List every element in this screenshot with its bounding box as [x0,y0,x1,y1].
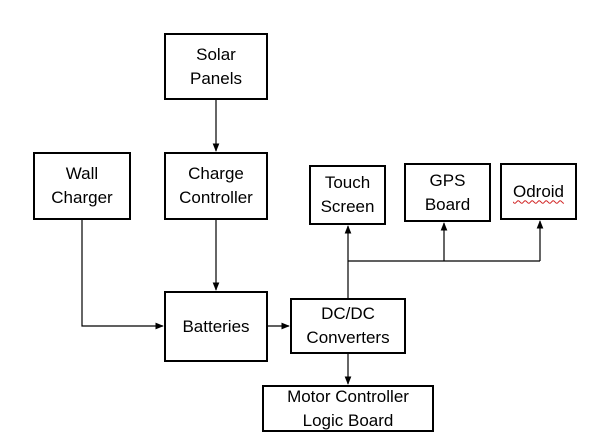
arrow-wall-charger-to-batteries [81,220,164,330]
motor-controller-logic-board-box: Motor Controller Logic Board [262,385,434,432]
gps-board-label: GPS Board [424,170,471,214]
wall-charger-label: Wall Charger [51,164,113,207]
motor-controller-logic-board-label: Motor Controller Logic Board [287,386,409,430]
charge-controller-box: Charge Controller [164,152,268,220]
wall-charger-box: Wall Charger [33,152,131,220]
batteries-box: Batteries [164,291,268,362]
touch-screen-box: Touch Screen [309,165,386,225]
odroid-label: Odroid [512,181,565,201]
touch-screen-label: Touch Screen [320,173,375,216]
dc-dc-converters-box: DC/DC Converters [290,298,406,354]
gps-board-box: GPS Board [404,163,491,222]
dc-dc-converters-label: DC/DC Converters [306,304,390,347]
batteries-label: Batteries [182,316,250,336]
solar-panels-label: Solar Panels [190,44,242,88]
solar-panels-box: Solar Panels [164,33,268,100]
odroid-box: Odroid [500,163,577,220]
charge-controller-label: Charge Controller [179,164,253,207]
